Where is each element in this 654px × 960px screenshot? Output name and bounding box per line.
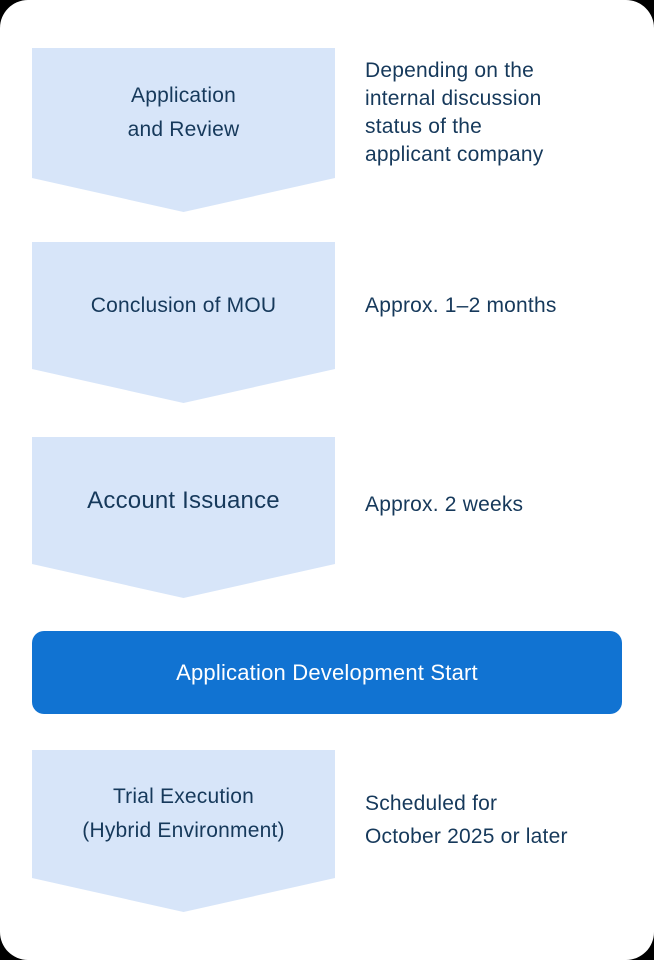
- step-box-trial-execution: Trial Execution (Hybrid Environment): [32, 750, 335, 912]
- milestone-application-development-start-button[interactable]: Application Development Start: [32, 631, 622, 714]
- step-note-application-and-review: Depending on the internal discussion sta…: [365, 57, 544, 169]
- note-line: status of the: [365, 115, 483, 138]
- step-label: (Hybrid Environment): [82, 819, 285, 842]
- step-note-account-issuance: Approx. 2 weeks: [365, 491, 523, 519]
- note-line: October 2025 or later: [365, 825, 568, 848]
- note-line: Scheduled for: [365, 792, 498, 815]
- milestone-label: Application Development Start: [176, 659, 478, 685]
- step-label: Application: [131, 84, 236, 107]
- step-note-trial-execution: Scheduled for October 2025 or later: [365, 787, 568, 853]
- step-box-account-issuance: Account Issuance: [32, 437, 335, 598]
- step-box-conclusion-of-mou: Conclusion of MOU: [32, 242, 335, 403]
- step-label: and Review: [127, 118, 240, 141]
- note-line: Approx. 1–2 months: [365, 294, 557, 317]
- note-line: internal discussion: [365, 87, 542, 110]
- step-label: Trial Execution: [112, 785, 255, 808]
- step-label: Account Issuance: [87, 486, 280, 514]
- note-line: Approx. 2 weeks: [365, 493, 524, 516]
- step-note-conclusion-of-mou: Approx. 1–2 months: [365, 292, 557, 320]
- note-line: Depending on the: [365, 59, 535, 82]
- step-label: Conclusion of MOU: [90, 293, 277, 317]
- step-box-application-and-review: Application and Review: [32, 48, 335, 212]
- note-line: applicant company: [365, 143, 544, 166]
